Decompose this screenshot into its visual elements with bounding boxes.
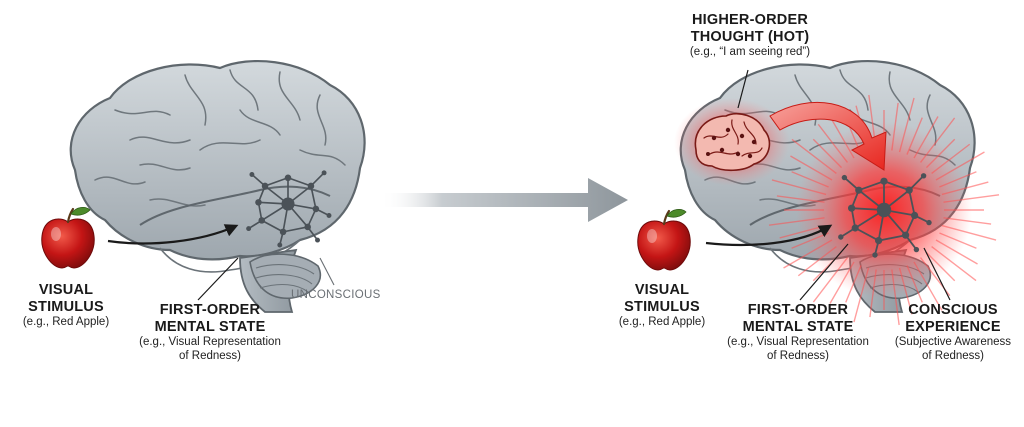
left-unconscious-pointer <box>319 257 335 286</box>
right-stimulus-title-1: VISUAL <box>634 282 690 298</box>
transition-arrow-icon <box>380 178 628 222</box>
right-stimulus-label: VISUAL STIMULUS (e.g., Red Apple) <box>600 282 724 330</box>
conscious-pointer <box>923 247 951 301</box>
right-stimulus-title-2: STIMULUS <box>624 298 700 315</box>
conscious-label: CONSCIOUS EXPERIENCE (Subjective Awarene… <box>884 302 1022 363</box>
hot-brain-icon <box>694 112 771 172</box>
left-first-order-title-1: FIRST-ORDER <box>159 302 261 318</box>
right-first-order-label: FIRST-ORDER MENTAL STATE (e.g., Visual R… <box>708 302 888 363</box>
conscious-subtitle-1: (Subjective Awareness <box>894 336 1012 349</box>
right-first-order-title-2: MENTAL STATE <box>742 318 854 335</box>
right-apple-icon <box>636 208 692 272</box>
left-stimulus-label: VISUAL STIMULUS (e.g., Red Apple) <box>4 282 128 330</box>
hot-arrow-icon <box>769 102 887 171</box>
left-brain-icon <box>69 59 366 314</box>
hot-pointer <box>737 69 749 109</box>
right-first-order-subtitle-1: (e.g., Visual Representation <box>727 336 869 349</box>
hot-title-2: THOUGHT (HOT) <box>690 28 810 45</box>
left-stimulus-arrow <box>107 224 239 245</box>
left-stimulus-title-1: VISUAL <box>38 282 94 298</box>
hot-label: HIGHER-ORDER THOUGHT (HOT) (e.g., “I am … <box>660 12 840 60</box>
left-first-order-pointer <box>197 257 239 301</box>
right-stimulus-arrow <box>705 224 833 247</box>
conscious-title-1: CONSCIOUS <box>908 302 998 318</box>
conscious-title-2: EXPERIENCE <box>905 318 1001 335</box>
left-first-order-title-2: MENTAL STATE <box>154 318 266 335</box>
left-stimulus-subtitle: (e.g., Red Apple) <box>22 316 110 329</box>
hot-subtitle: (e.g., “I am seeing red”) <box>689 46 811 59</box>
left-stimulus-title-2: STIMULUS <box>28 298 104 315</box>
right-first-order-subtitle-2: of Redness) <box>766 349 829 362</box>
left-first-order-subtitle-2: of Redness) <box>178 349 241 362</box>
conscious-subtitle-2: of Redness) <box>921 349 984 362</box>
unconscious-label: UNCONSCIOUS <box>291 289 381 301</box>
left-first-order-label: FIRST-ORDER MENTAL STATE (e.g., Visual R… <box>120 302 300 363</box>
right-first-order-pointer <box>799 243 849 301</box>
left-first-order-subtitle-1: (e.g., Visual Representation <box>139 336 281 349</box>
right-stimulus-subtitle: (e.g., Red Apple) <box>618 316 706 329</box>
hot-title-1: HIGHER-ORDER <box>692 12 808 28</box>
left-apple-icon <box>40 206 96 270</box>
right-first-order-title-1: FIRST-ORDER <box>747 302 849 318</box>
